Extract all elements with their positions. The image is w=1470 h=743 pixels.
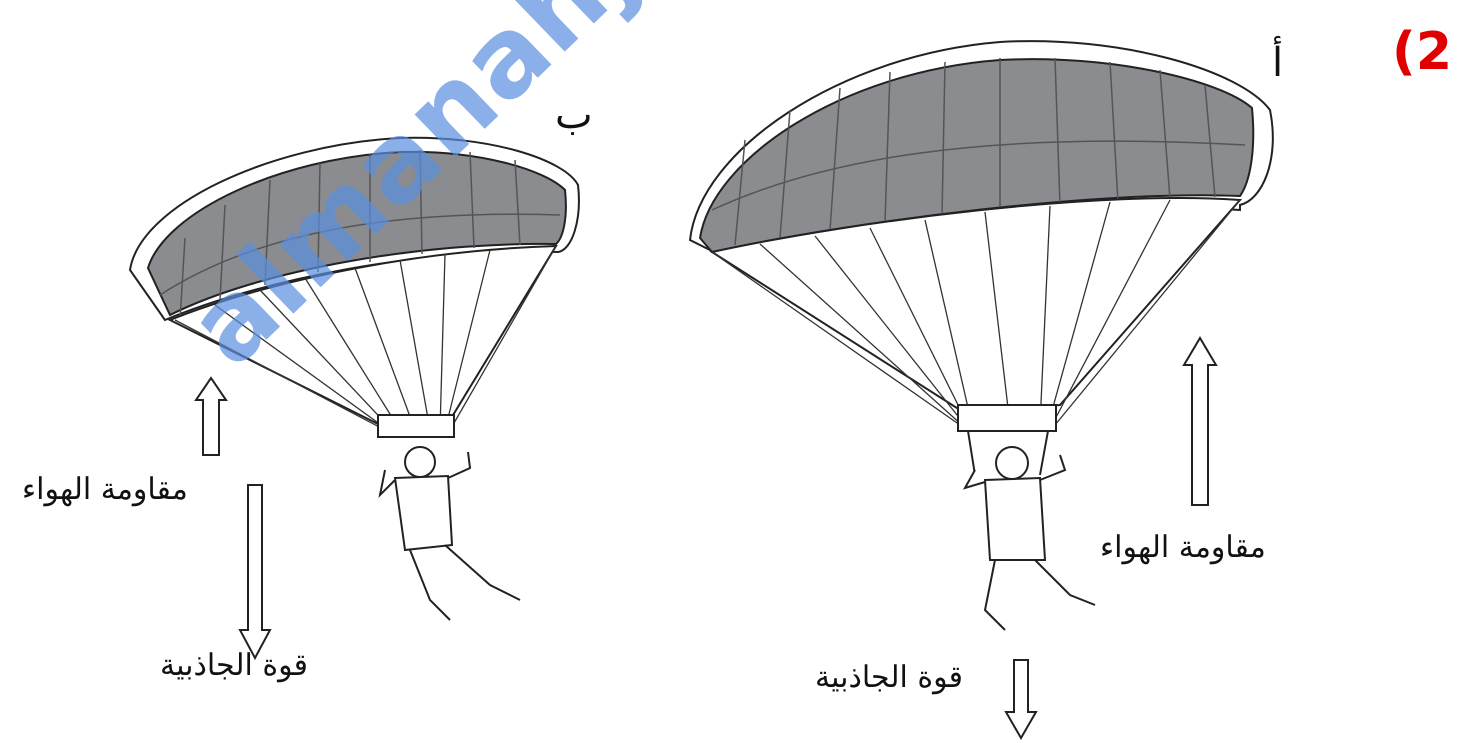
air-resistance-label-a: مقاومة الهواء [1100, 530, 1266, 565]
gravity-label-b: قوة الجاذبية [160, 648, 308, 683]
parachutist-b [380, 447, 520, 620]
air-resistance-label-b: مقاومة الهواء [22, 472, 188, 507]
arrow-air-resistance-a [1184, 338, 1216, 505]
arrow-air-resistance-b [196, 378, 226, 455]
panel-a-letter: أ [1272, 40, 1283, 86]
question-number: (2 [1392, 22, 1452, 82]
panel-b-letter: ب [555, 92, 593, 138]
gravity-label-a: قوة الجاذبية [815, 660, 963, 695]
arrow-gravity-a [1006, 660, 1036, 738]
parachutist-a [965, 447, 1095, 630]
arrow-gravity-b [240, 485, 270, 658]
